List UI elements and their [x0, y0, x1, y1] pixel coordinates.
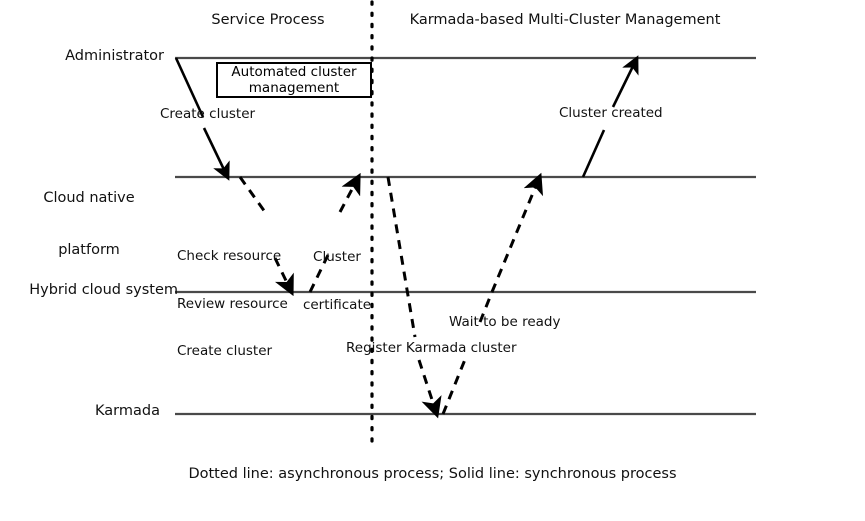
message-create-cluster-segment-upper [174, 57, 205, 118]
note-automated-cluster-management: Automated cluster management [216, 62, 372, 98]
phase-title-right: Karmada-based Multi-Cluster Management [409, 12, 721, 28]
lane-label-cloud-native-platform-line1: Cloud native [43, 190, 135, 207]
message-check-review-create-segment-upper [238, 176, 267, 213]
message-cluster-created-segment-lower [581, 129, 606, 178]
message-register-karmada-cluster-segment-lower [417, 359, 442, 419]
message-label-check-review-create: Check resource Review resource Create cl… [177, 217, 337, 392]
message-wait-to-be-ready-segment-upper [490, 172, 544, 293]
message-cluster-certificate-segment-lower [308, 254, 330, 293]
lane-label-cloud-native-platform: Cloud native platform [14, 156, 164, 293]
message-label-create-cluster: Create cluster [160, 106, 256, 122]
note-line2: management [248, 80, 340, 96]
diagram-caption: Dotted line: asynchronous process; Solid… [188, 466, 677, 482]
phase-title-left: Service Process [211, 12, 325, 28]
lane-label-karmada: Karmada [95, 403, 160, 419]
message-check-review-create [238, 176, 294, 297]
lane-label-hybrid-cloud-system: Hybrid cloud system [29, 282, 178, 298]
message-wait-to-be-ready-segment-mid [478, 291, 494, 323]
message-label-create-cluster-step: Create cluster [177, 343, 273, 360]
message-wait-to-be-ready-segment-lower [441, 356, 468, 415]
message-label-cluster-certificate: Cluster certificate [297, 218, 377, 345]
lifelines [175, 56, 756, 416]
message-label-wait-to-be-ready: Wait to be ready [449, 314, 561, 330]
message-label-review-resource: Review resource [177, 295, 288, 312]
message-label-cluster-certificate-line2: certificate [302, 296, 372, 313]
message-label-register-karmada-cluster: Register Karmada cluster [346, 340, 517, 356]
message-label-cluster-certificate-line1: Cluster [313, 248, 361, 265]
message-register-karmada-cluster-segment-upper [386, 176, 417, 338]
message-check-review-create-segment-lower [273, 257, 294, 297]
message-cluster-certificate-segment-upper [338, 172, 361, 213]
message-cluster-created-segment-upper [611, 55, 639, 108]
message-label-cluster-created: Cluster created [559, 105, 663, 121]
message-cluster-certificate [308, 172, 361, 293]
message-label-check-resource: Check resource [177, 247, 282, 264]
message-create-cluster [174, 57, 230, 181]
note-automated-cluster-management-text: Automated cluster management [231, 64, 356, 96]
lane-label-cloud-native-platform-line2: platform [58, 241, 120, 258]
message-create-cluster-segment-lower [202, 127, 230, 181]
lane-label-administrator: Administrator [65, 48, 164, 64]
message-cluster-created [581, 55, 639, 178]
message-register-karmada-cluster [386, 176, 442, 419]
message-wait-to-be-ready [441, 172, 544, 415]
note-line1: Automated cluster [231, 64, 357, 80]
